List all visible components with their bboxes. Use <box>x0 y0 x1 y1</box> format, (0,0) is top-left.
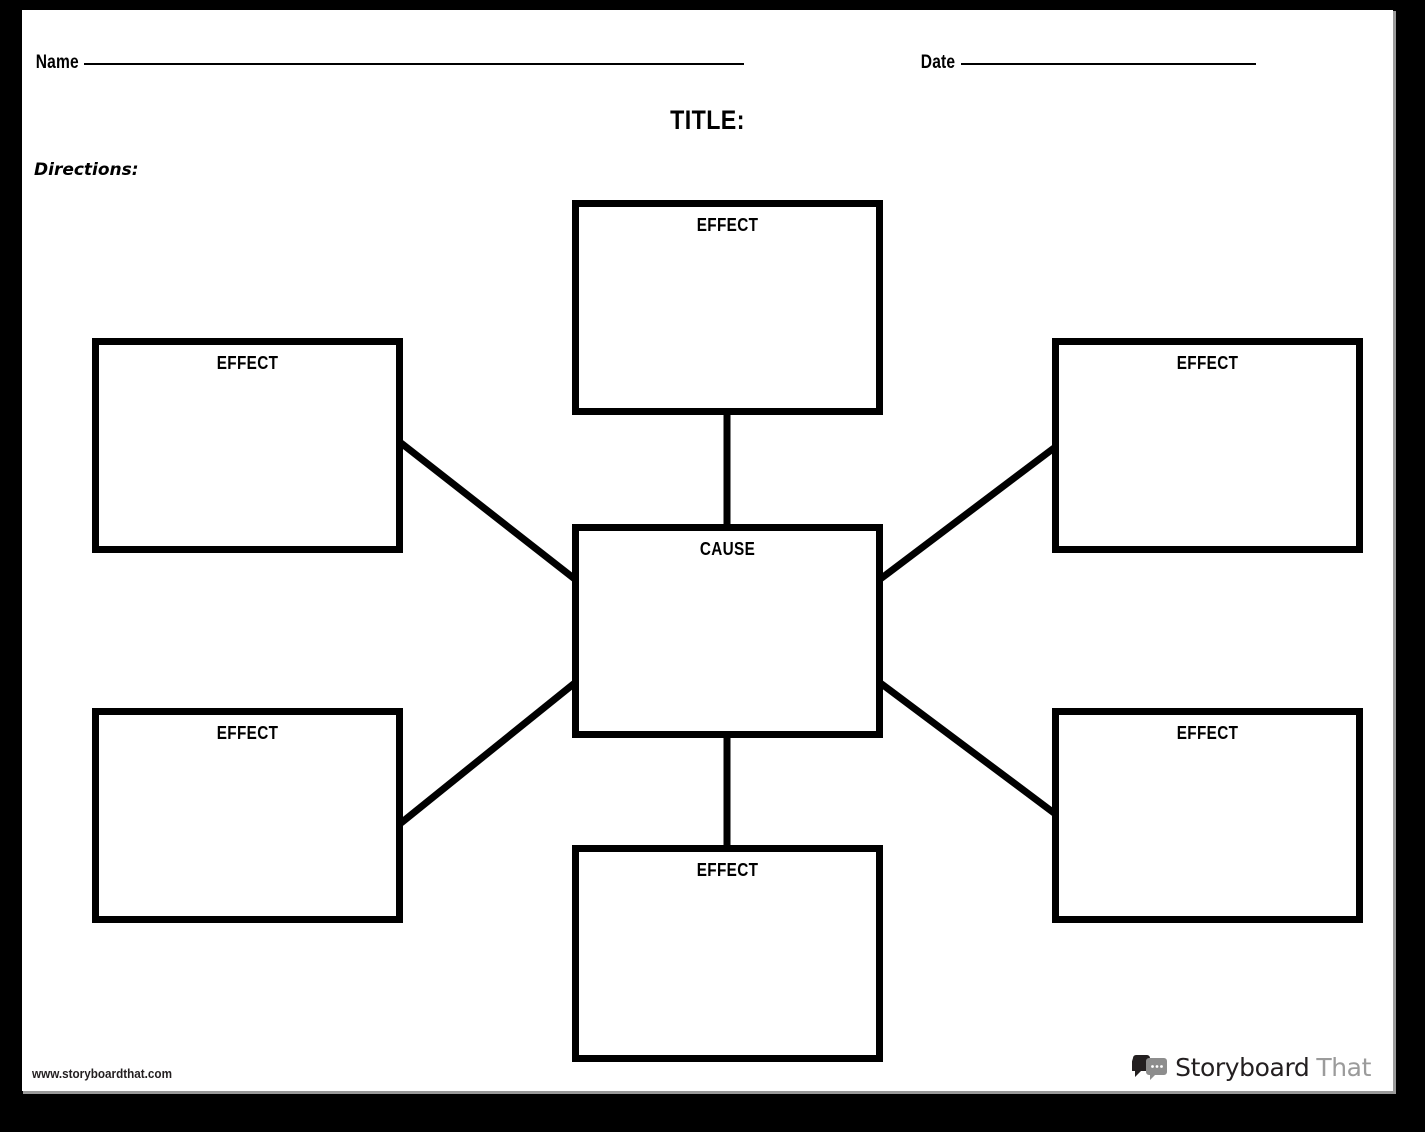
date-field[interactable]: Date <box>917 52 1256 74</box>
directions-label: Directions: <box>34 160 139 180</box>
name-field[interactable]: Name <box>31 52 744 74</box>
effect-box-right-bottom[interactable]: EFFECT <box>1052 708 1363 923</box>
effect-box-right-bottom-label: EFFECT <box>1176 723 1239 743</box>
connector-right-bottom <box>876 679 1057 816</box>
cause-box-label: CAUSE <box>699 539 756 559</box>
effect-box-bottom[interactable]: EFFECT <box>572 845 883 1062</box>
effect-box-left-top-label: EFFECT <box>216 353 279 373</box>
storyboardthat-logo[interactable]: Storyboard That <box>1132 1053 1371 1082</box>
connector-left-top <box>398 440 579 583</box>
effect-box-left-bottom-label: EFFECT <box>216 723 279 743</box>
effect-box-right-top[interactable]: EFFECT <box>1052 338 1363 553</box>
footer-website-url[interactable]: www.storyboardthat.com <box>32 1066 172 1081</box>
brand-name-secondary: That <box>1316 1053 1371 1082</box>
effect-box-bottom-label: EFFECT <box>696 860 759 880</box>
effect-box-left-bottom[interactable]: EFFECT <box>92 708 403 923</box>
cause-box[interactable]: CAUSE <box>572 524 883 738</box>
effect-box-top[interactable]: EFFECT <box>572 200 883 415</box>
header-row: Name Date <box>22 10 1393 90</box>
date-write-line[interactable] <box>960 63 1256 65</box>
speech-bubbles-icon <box>1132 1054 1168 1080</box>
name-write-line[interactable] <box>83 63 744 65</box>
effect-box-right-top-label: EFFECT <box>1176 353 1239 373</box>
cause-effect-diagram: EFFECT EFFECT EFFECT CAUSE EFFECT EFFECT… <box>22 10 1393 1091</box>
page-title: TITLE: <box>670 105 745 135</box>
effect-box-left-top[interactable]: EFFECT <box>92 338 403 553</box>
connector-right-top <box>876 445 1057 583</box>
worksheet-page: Name Date TITLE: Directions: <box>22 10 1393 1091</box>
brand-name-primary: Storyboard <box>1175 1053 1310 1082</box>
effect-box-top-label: EFFECT <box>696 215 759 235</box>
date-label: Date <box>920 52 956 73</box>
connector-left-bottom <box>398 679 579 826</box>
name-label: Name <box>35 52 79 73</box>
